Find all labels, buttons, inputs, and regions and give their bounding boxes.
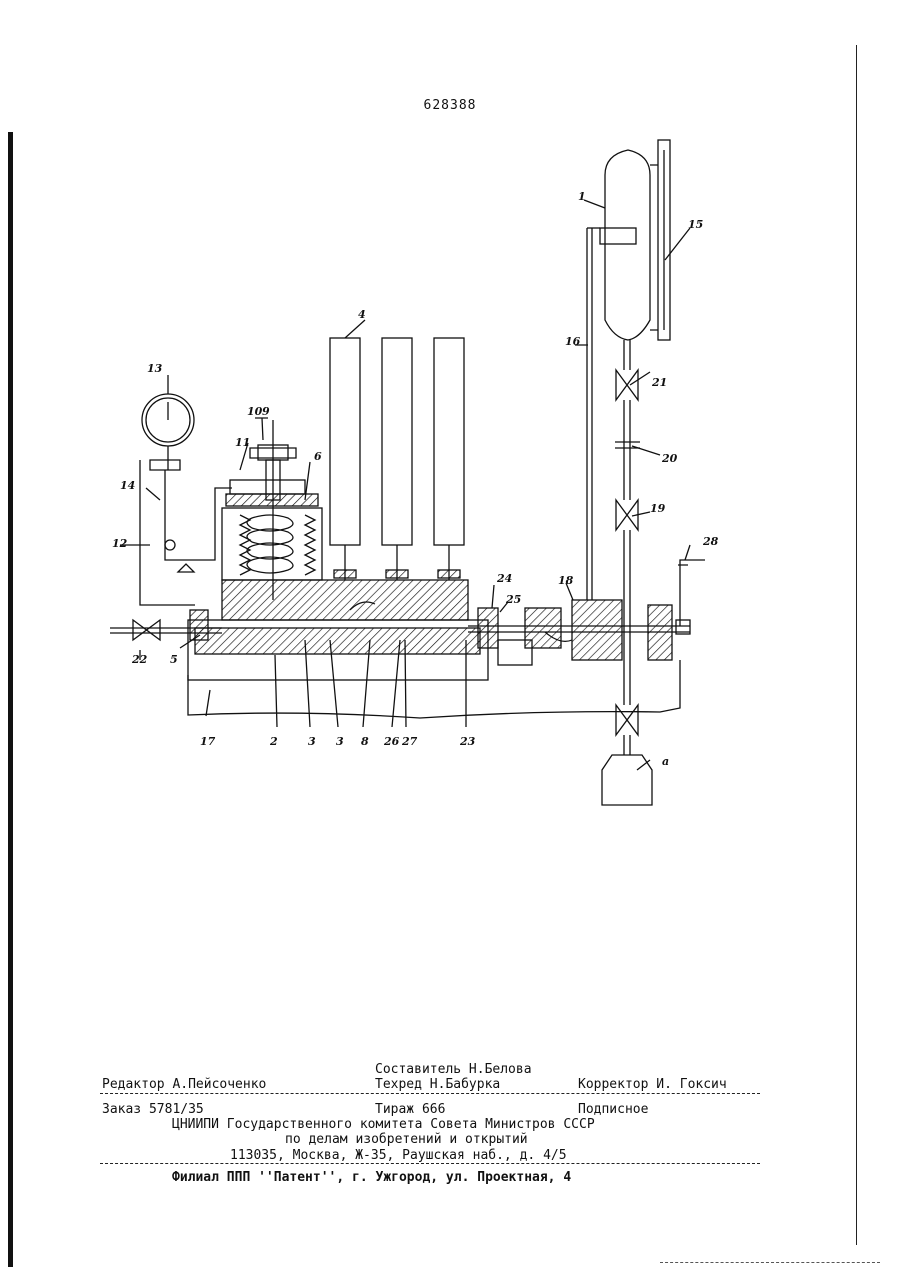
label-26: 26 [383,735,400,748]
label-9: 9 [262,405,270,418]
imprint-branch: Филиал ППП ''Патент'', г. Ужгород, ул. П… [172,1170,571,1185]
label-19: 19 [650,502,666,515]
label-27: 27 [401,735,418,748]
label-3a: 3 [308,735,316,748]
technical-drawing: 13 10 9 11 6 14 12 4 16 1 15 21 20 19 28… [0,0,900,840]
label-10: 10 [247,405,263,418]
imprint-order: Заказ 5781/35 [102,1102,204,1117]
label-21: 21 [651,376,667,389]
label-22: 22 [131,653,148,666]
label-20: 20 [661,452,678,465]
label-a: a [662,755,669,768]
label-13: 13 [147,362,163,375]
imprint-editor: Редактор А.Пейсоченко [102,1077,266,1092]
label-14: 14 [120,479,135,492]
label-4: 4 [358,308,366,321]
label-23: 23 [459,735,476,748]
label-2: 2 [269,735,278,748]
label-15: 15 [688,218,703,231]
label-17: 17 [200,735,216,748]
bottom-right-dashes [660,1262,880,1263]
label-25: 25 [505,593,521,606]
label-1: 1 [578,190,586,203]
imprint-compiler: Составитель Н.Белова [375,1062,532,1077]
label-28: 28 [702,535,719,548]
label-16: 16 [565,335,581,348]
imprint-address: 113035, Москва, Ж-35, Раушская наб., д. … [230,1148,567,1163]
label-6: 6 [314,450,322,463]
imprint-org-line1: ЦНИИПИ Государственного комитета Совета … [172,1117,595,1132]
imprint-corrector: Корректор И. Гоксич [578,1077,727,1092]
label-3b: 3 [336,735,344,748]
label-18: 18 [558,574,574,587]
imprint-org-line2: по делам изобретений и открытий [285,1132,528,1147]
imprint-separator-top [100,1093,760,1094]
label-8: 8 [361,735,369,748]
label-12: 12 [112,537,128,550]
imprint-techred: Техред Н.Бабурка [375,1077,500,1092]
imprint-subscription: Подписное [578,1102,648,1117]
label-5: 5 [170,653,178,666]
label-24: 24 [496,572,512,585]
imprint-separator-bottom [100,1163,760,1164]
label-11: 11 [235,436,250,449]
imprint-circulation: Тираж 666 [375,1102,445,1117]
